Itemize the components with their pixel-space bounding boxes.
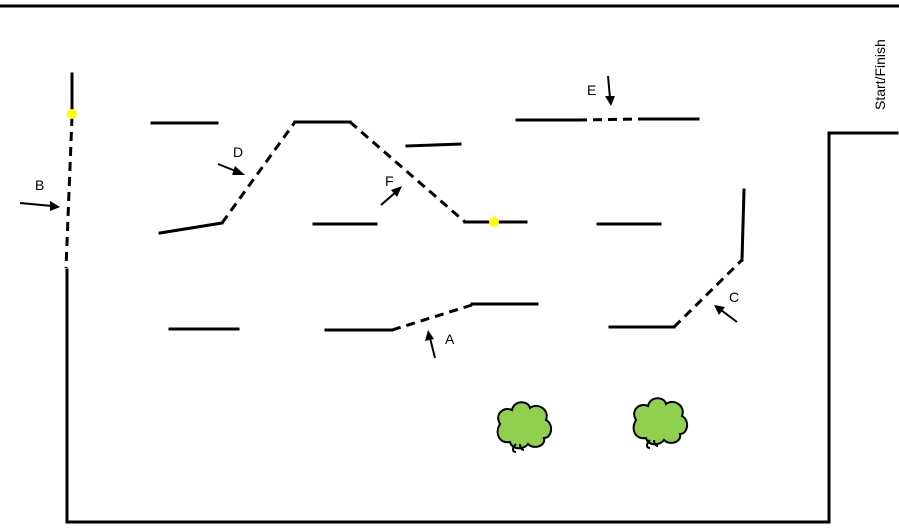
arrow-icon <box>218 164 245 175</box>
arrow-icon <box>425 330 435 358</box>
gate-label-c: C <box>729 289 739 305</box>
gate-label-a: A <box>445 331 455 347</box>
gate-label-b: B <box>35 177 44 193</box>
gate-a <box>326 304 537 330</box>
gate-label-e: E <box>587 82 596 98</box>
arrow-icon <box>714 305 737 322</box>
arrow-icon <box>605 76 615 106</box>
gate-d-f-structure <box>160 122 526 233</box>
gate-b <box>66 74 77 268</box>
wall-segment <box>742 190 744 260</box>
gate-e-opening <box>578 119 640 120</box>
gate-a-opening <box>392 305 472 330</box>
gate-label-f: F <box>385 173 394 189</box>
wall-segment <box>407 144 460 146</box>
gate-e <box>517 119 698 120</box>
yellow-dot-icon <box>489 217 499 227</box>
arrow-icon <box>20 201 60 211</box>
bush-icon <box>634 398 687 448</box>
gate-label-d: D <box>233 144 243 160</box>
wall-segment <box>160 223 222 233</box>
start-finish-label: Start/Finish <box>872 39 888 110</box>
yellow-dot-icon <box>67 109 77 119</box>
gate-f-opening <box>350 122 465 222</box>
bush-icon <box>498 402 551 452</box>
gate-c <box>610 190 744 327</box>
gate-b-opening <box>66 117 72 268</box>
